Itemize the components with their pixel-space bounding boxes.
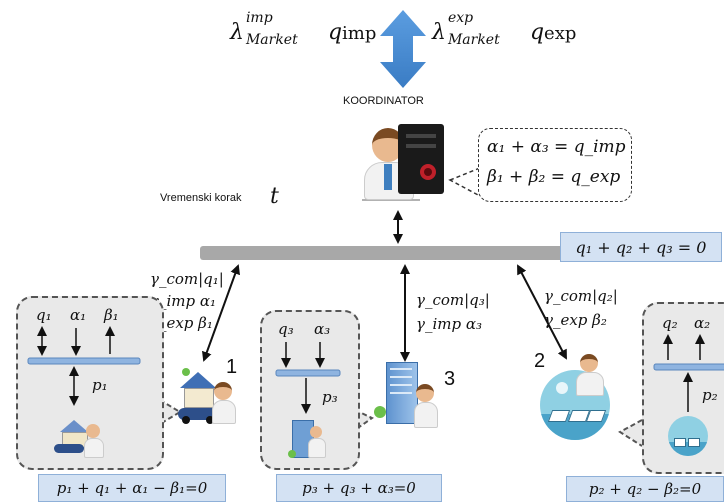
node-3-id: 3	[444, 368, 456, 390]
link-label-node-3: γ_com|q₃| γ_imp α₃	[416, 291, 490, 333]
node-2-balance: p₂ + q₂ − β₂=0	[566, 476, 724, 502]
house-car-icon-small	[54, 414, 104, 458]
market-import-term: λ imp Market qimp	[230, 10, 377, 48]
double-arrow-icon	[380, 10, 426, 88]
server-icon	[398, 124, 444, 194]
office-building-icon	[374, 362, 440, 432]
link-label-node-1: γ_com|q₁| γ_imp α₁ γ_exp β₁	[150, 270, 224, 332]
solar-farm-icon-small	[668, 416, 708, 456]
person-icon	[416, 384, 434, 402]
person-icon	[214, 382, 232, 400]
link-node-2	[517, 264, 567, 360]
office-icon-small	[288, 416, 328, 462]
market-export-term: λ exp Market qexp	[432, 10, 577, 48]
node-3-panel: q₃ α₃ p₃	[260, 310, 360, 470]
link-node-1	[202, 264, 240, 362]
link-label-node-2: γ_com|q₂| γ_exp β₂	[544, 287, 618, 329]
timestep-label: Vremenski korak	[160, 192, 242, 204]
timestep-symbol: t	[270, 184, 279, 209]
node-1-id: 1	[226, 356, 238, 378]
coordinator-constraints: α₁ + α₃ = q_imp β₁ + β₂ = q_exp	[478, 128, 632, 202]
node-1-balance: p₁ + q₁ + α₁ − β₁=0	[38, 474, 226, 502]
constraint-export: β₁ + β₂ = q_exp	[487, 167, 621, 187]
bus-equation: q₁ + q₂ + q₃ = 0	[560, 232, 722, 262]
person-icon	[574, 354, 604, 396]
node-3-balance: p₃ + q₃ + α₃=0	[276, 474, 442, 502]
node-1-panel: q₁ α₁ β₁ p₁	[16, 296, 164, 470]
constraint-import: α₁ + α₃ = q_imp	[487, 137, 626, 157]
coordinator-label: KOORDINATOR	[343, 95, 424, 107]
node-2-id: 2	[534, 350, 546, 372]
node-2-panel: q₂ α₂ p₂	[642, 302, 724, 474]
house-icon	[178, 366, 236, 430]
